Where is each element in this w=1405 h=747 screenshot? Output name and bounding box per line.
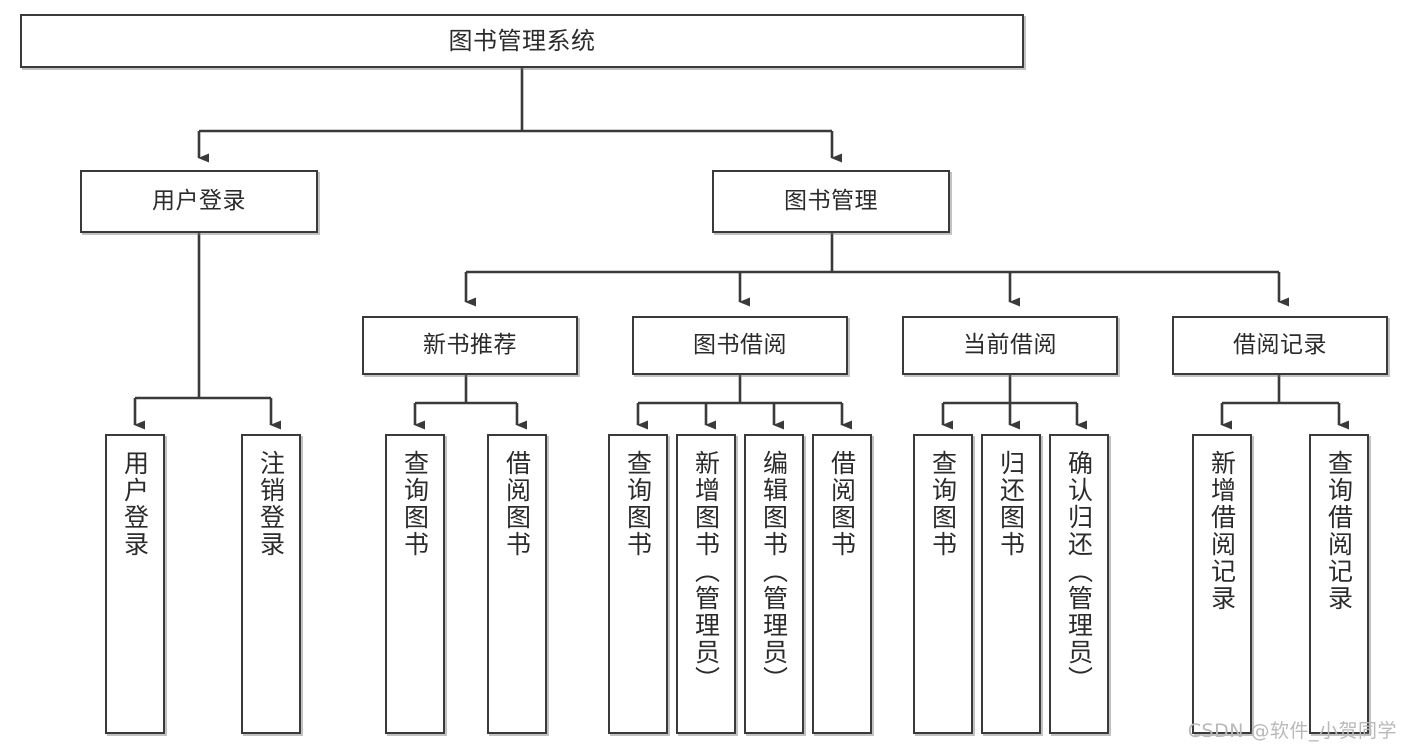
node-label: 用户登录 [120,450,150,558]
node-label: 当前借阅 [963,332,1057,358]
node-label: 查询借阅记录 [1324,450,1354,612]
leaf-records-query-record[interactable]: 查询借阅记录 [1309,434,1369,734]
node-label: 图书借阅 [693,332,787,358]
node-book-management[interactable]: 图书管理 [712,170,950,233]
node-user-login[interactable]: 用户登录 [80,170,318,233]
node-label: 新增图书（管理员） [691,450,721,693]
node-label: 确认归还（管理员） [1064,450,1094,693]
leaf-borrow-add-book-admin[interactable]: 新增图书（管理员） [676,434,736,734]
node-label: 借阅图书 [502,450,532,558]
node-label: 编辑图书（管理员） [759,450,789,693]
node-root-system[interactable]: 图书管理系统 [20,14,1024,68]
leaf-user-login-logout[interactable]: 注销登录 [241,434,301,734]
leaf-borrow-query-book[interactable]: 查询图书 [608,434,668,734]
leaf-records-add-record[interactable]: 新增借阅记录 [1192,434,1252,734]
node-label: 查询图书 [928,450,958,558]
node-label: 图书管理系统 [448,27,596,55]
node-book-borrow[interactable]: 图书借阅 [632,316,848,375]
node-label: 注销登录 [256,450,286,558]
leaf-current-confirm-return-admin[interactable]: 确认归还（管理员） [1049,434,1109,734]
node-label: 新书推荐 [423,332,517,358]
node-label: 查询图书 [623,450,653,558]
leaf-new-book-borrow[interactable]: 借阅图书 [487,434,547,734]
node-label: 新增借阅记录 [1207,450,1237,612]
leaf-current-return-book[interactable]: 归还图书 [981,434,1041,734]
leaf-borrow-edit-book-admin[interactable]: 编辑图书（管理员） [744,434,804,734]
node-label: 借阅图书 [827,450,857,558]
node-label: 借阅记录 [1233,332,1327,358]
node-current-borrow[interactable]: 当前借阅 [902,316,1118,375]
node-label: 用户登录 [152,188,246,214]
leaf-current-query-book[interactable]: 查询图书 [913,434,973,734]
leaf-new-book-query[interactable]: 查询图书 [385,434,445,734]
node-label: 归还图书 [996,450,1026,558]
leaf-borrow-borrow-book[interactable]: 借阅图书 [812,434,872,734]
node-label: 图书管理 [784,188,878,214]
node-new-book-recommend[interactable]: 新书推荐 [362,316,578,375]
leaf-user-login-login[interactable]: 用户登录 [105,434,165,734]
node-label: 查询图书 [400,450,430,558]
node-borrow-records[interactable]: 借阅记录 [1172,316,1388,375]
